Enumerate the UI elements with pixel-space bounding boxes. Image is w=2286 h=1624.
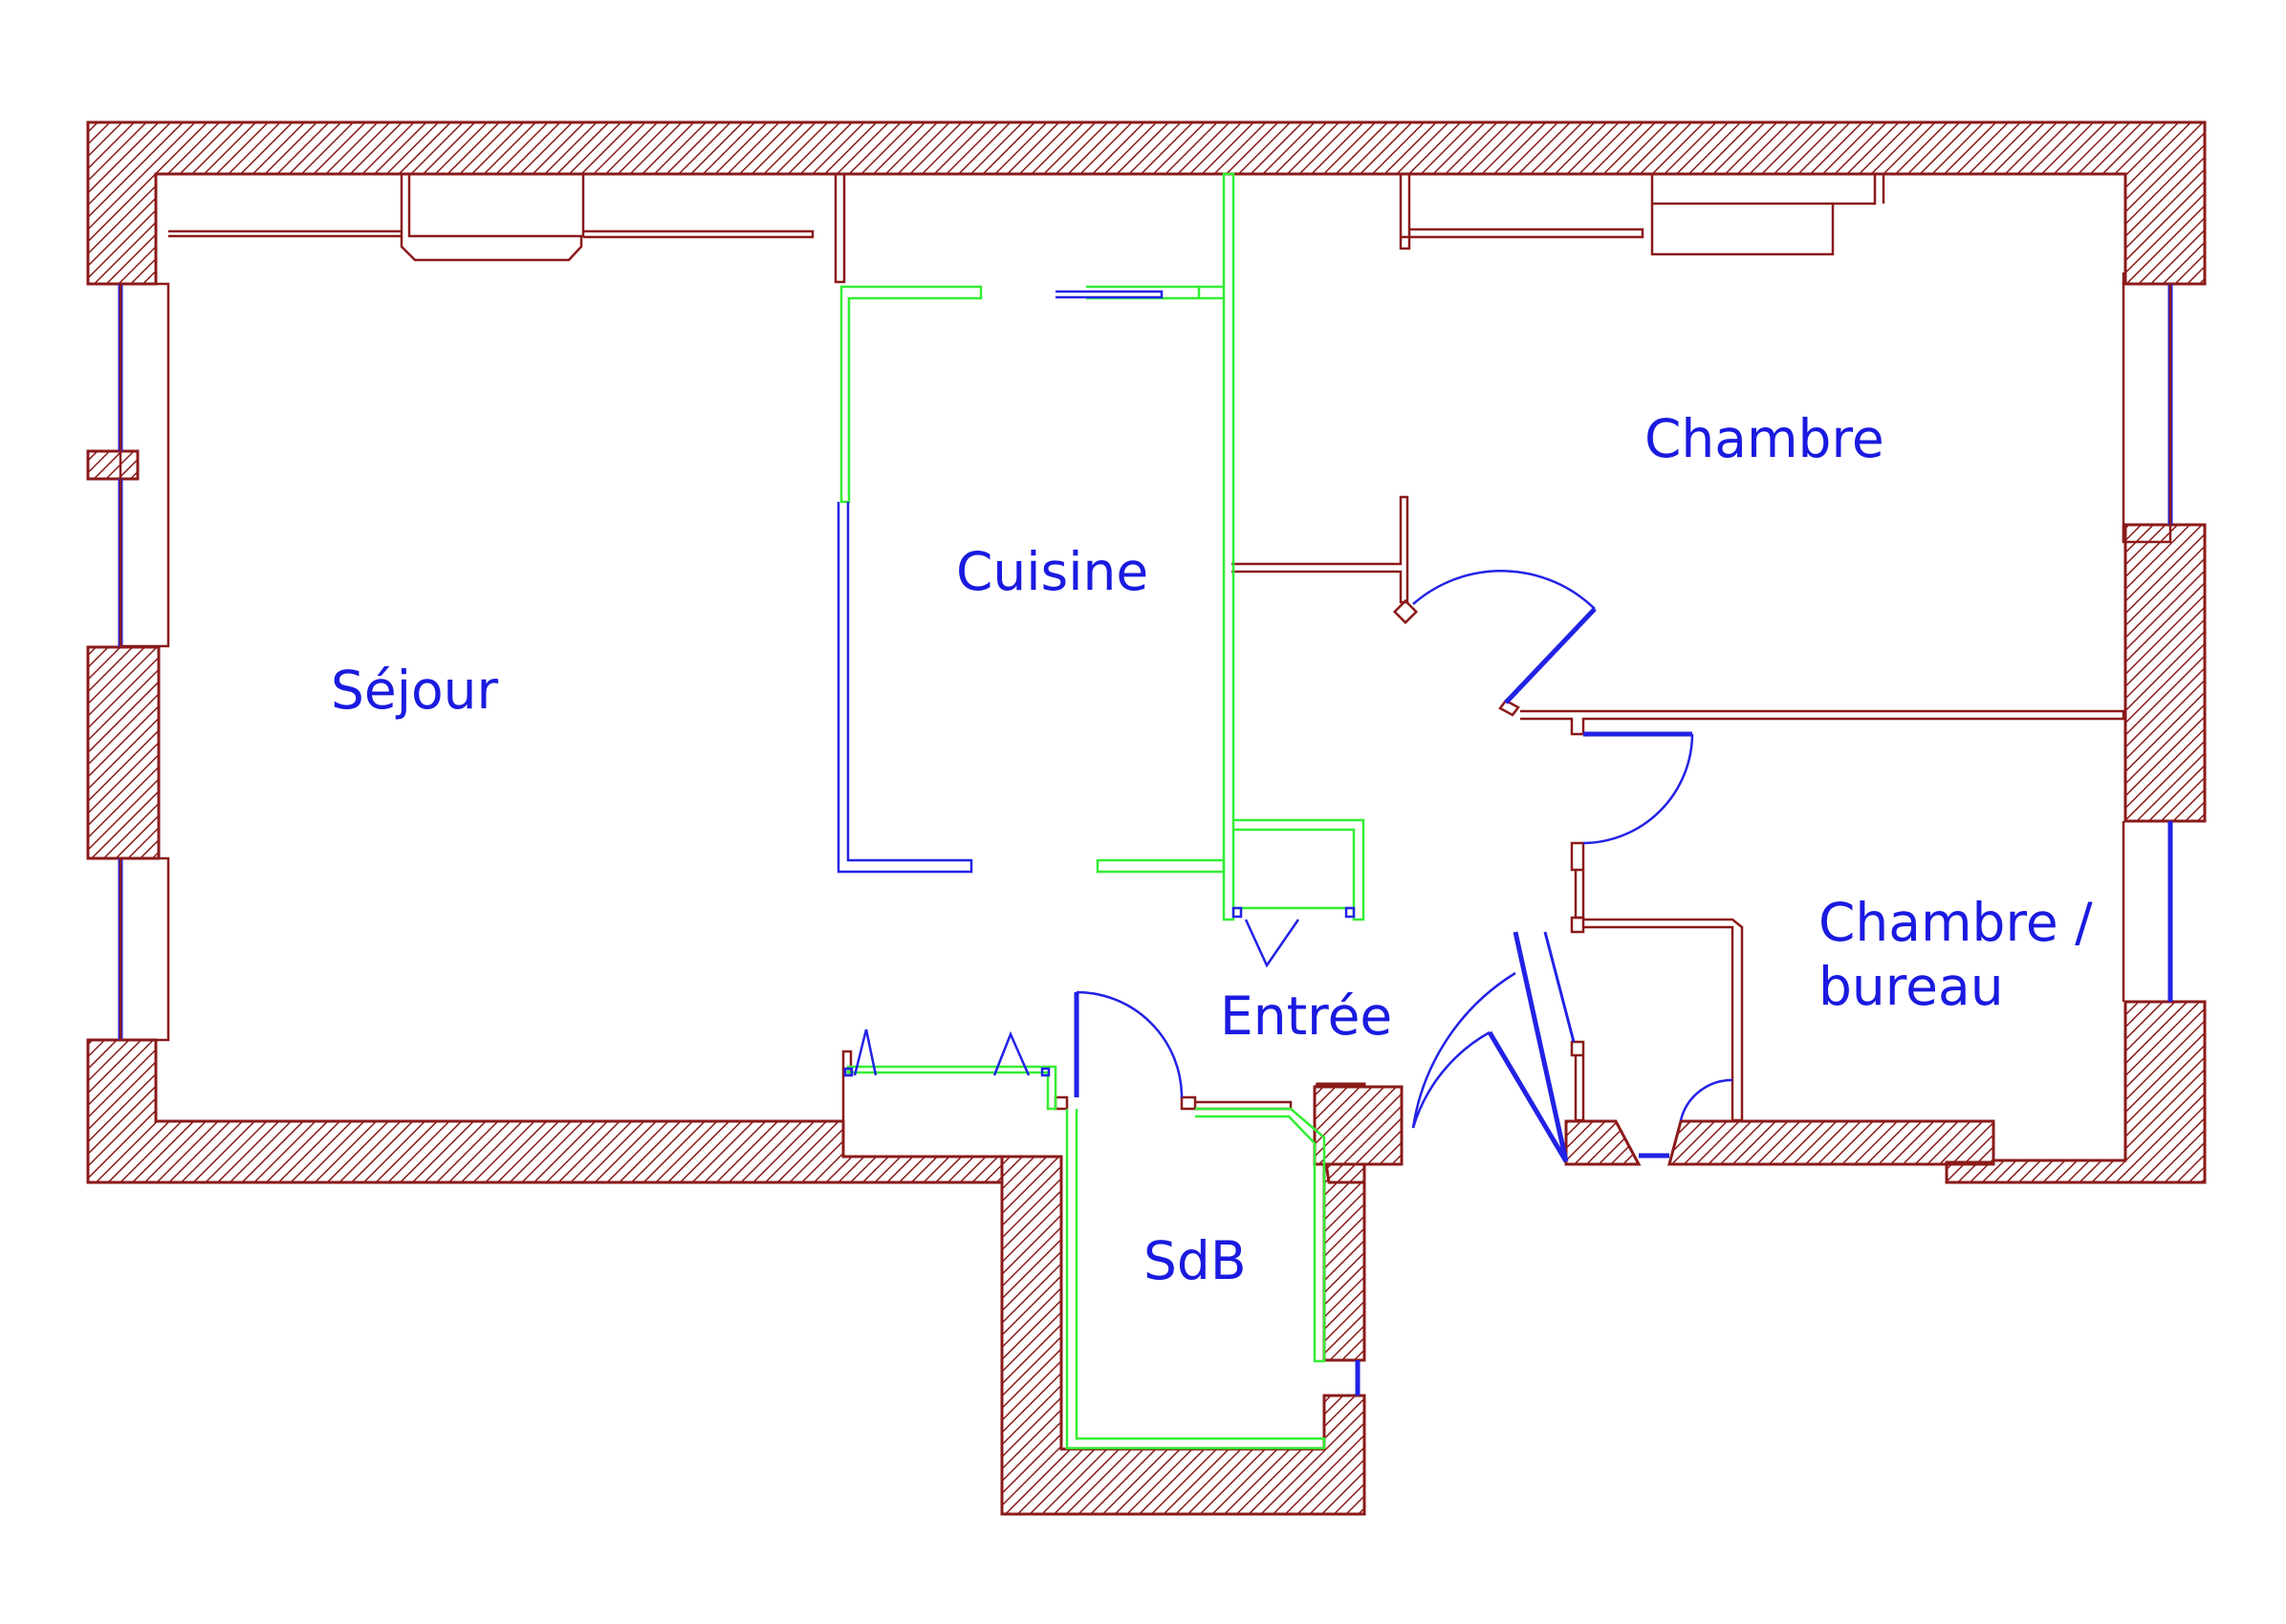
room-labels: Séjour Cuisine Chambre Chambre / bureau … <box>331 408 2093 1291</box>
wall-left-pier-small <box>86 449 140 481</box>
door-entry-leaf-1 <box>1513 931 1569 1162</box>
label-chambre-bureau-line1: Chambre / <box>1818 892 2093 953</box>
window-frames <box>119 272 2172 1042</box>
wall-right-pier <box>2123 523 2207 823</box>
wall-bottom-right-b <box>1667 1000 2207 1184</box>
door-closet-swing <box>1679 1078 1733 1121</box>
label-chambre: Chambre <box>1644 408 1884 469</box>
wall-left-pier-middle <box>86 645 161 860</box>
door-bureau-swing <box>1582 733 1694 845</box>
wall-entry-pier <box>1313 1085 1404 1166</box>
fixtures <box>837 290 1356 1077</box>
door-entry-swing-1 <box>1411 971 1516 1129</box>
wall-top <box>86 120 2207 286</box>
door-entry-leaf-2 <box>1543 931 1576 1043</box>
wall-bottom-left <box>86 1038 1004 1184</box>
door-entry-swing-2 <box>1411 1030 1491 1129</box>
label-chambre-bureau-line2: bureau <box>1818 956 2004 1017</box>
interior-partitions <box>168 172 2125 1122</box>
label-entree: Entrée <box>1220 985 1392 1047</box>
label-cuisine: Cuisine <box>956 541 1148 602</box>
door-chambre-swing <box>1412 570 1596 610</box>
doors <box>1074 570 1733 1163</box>
exterior-walls <box>86 120 2207 1516</box>
kitchen-bathroom-partitions <box>839 172 1365 1450</box>
wall-bathroom <box>1000 1155 1366 1516</box>
door-sdb-swing <box>1076 990 1184 1098</box>
wall-bottom-right-a <box>1564 1119 1642 1166</box>
label-sdb: SdB <box>1143 1230 1247 1291</box>
door-chambre-leaf <box>1504 607 1597 704</box>
label-sejour: Séjour <box>331 660 499 721</box>
door-entry-leaf-3 <box>1487 1030 1569 1163</box>
